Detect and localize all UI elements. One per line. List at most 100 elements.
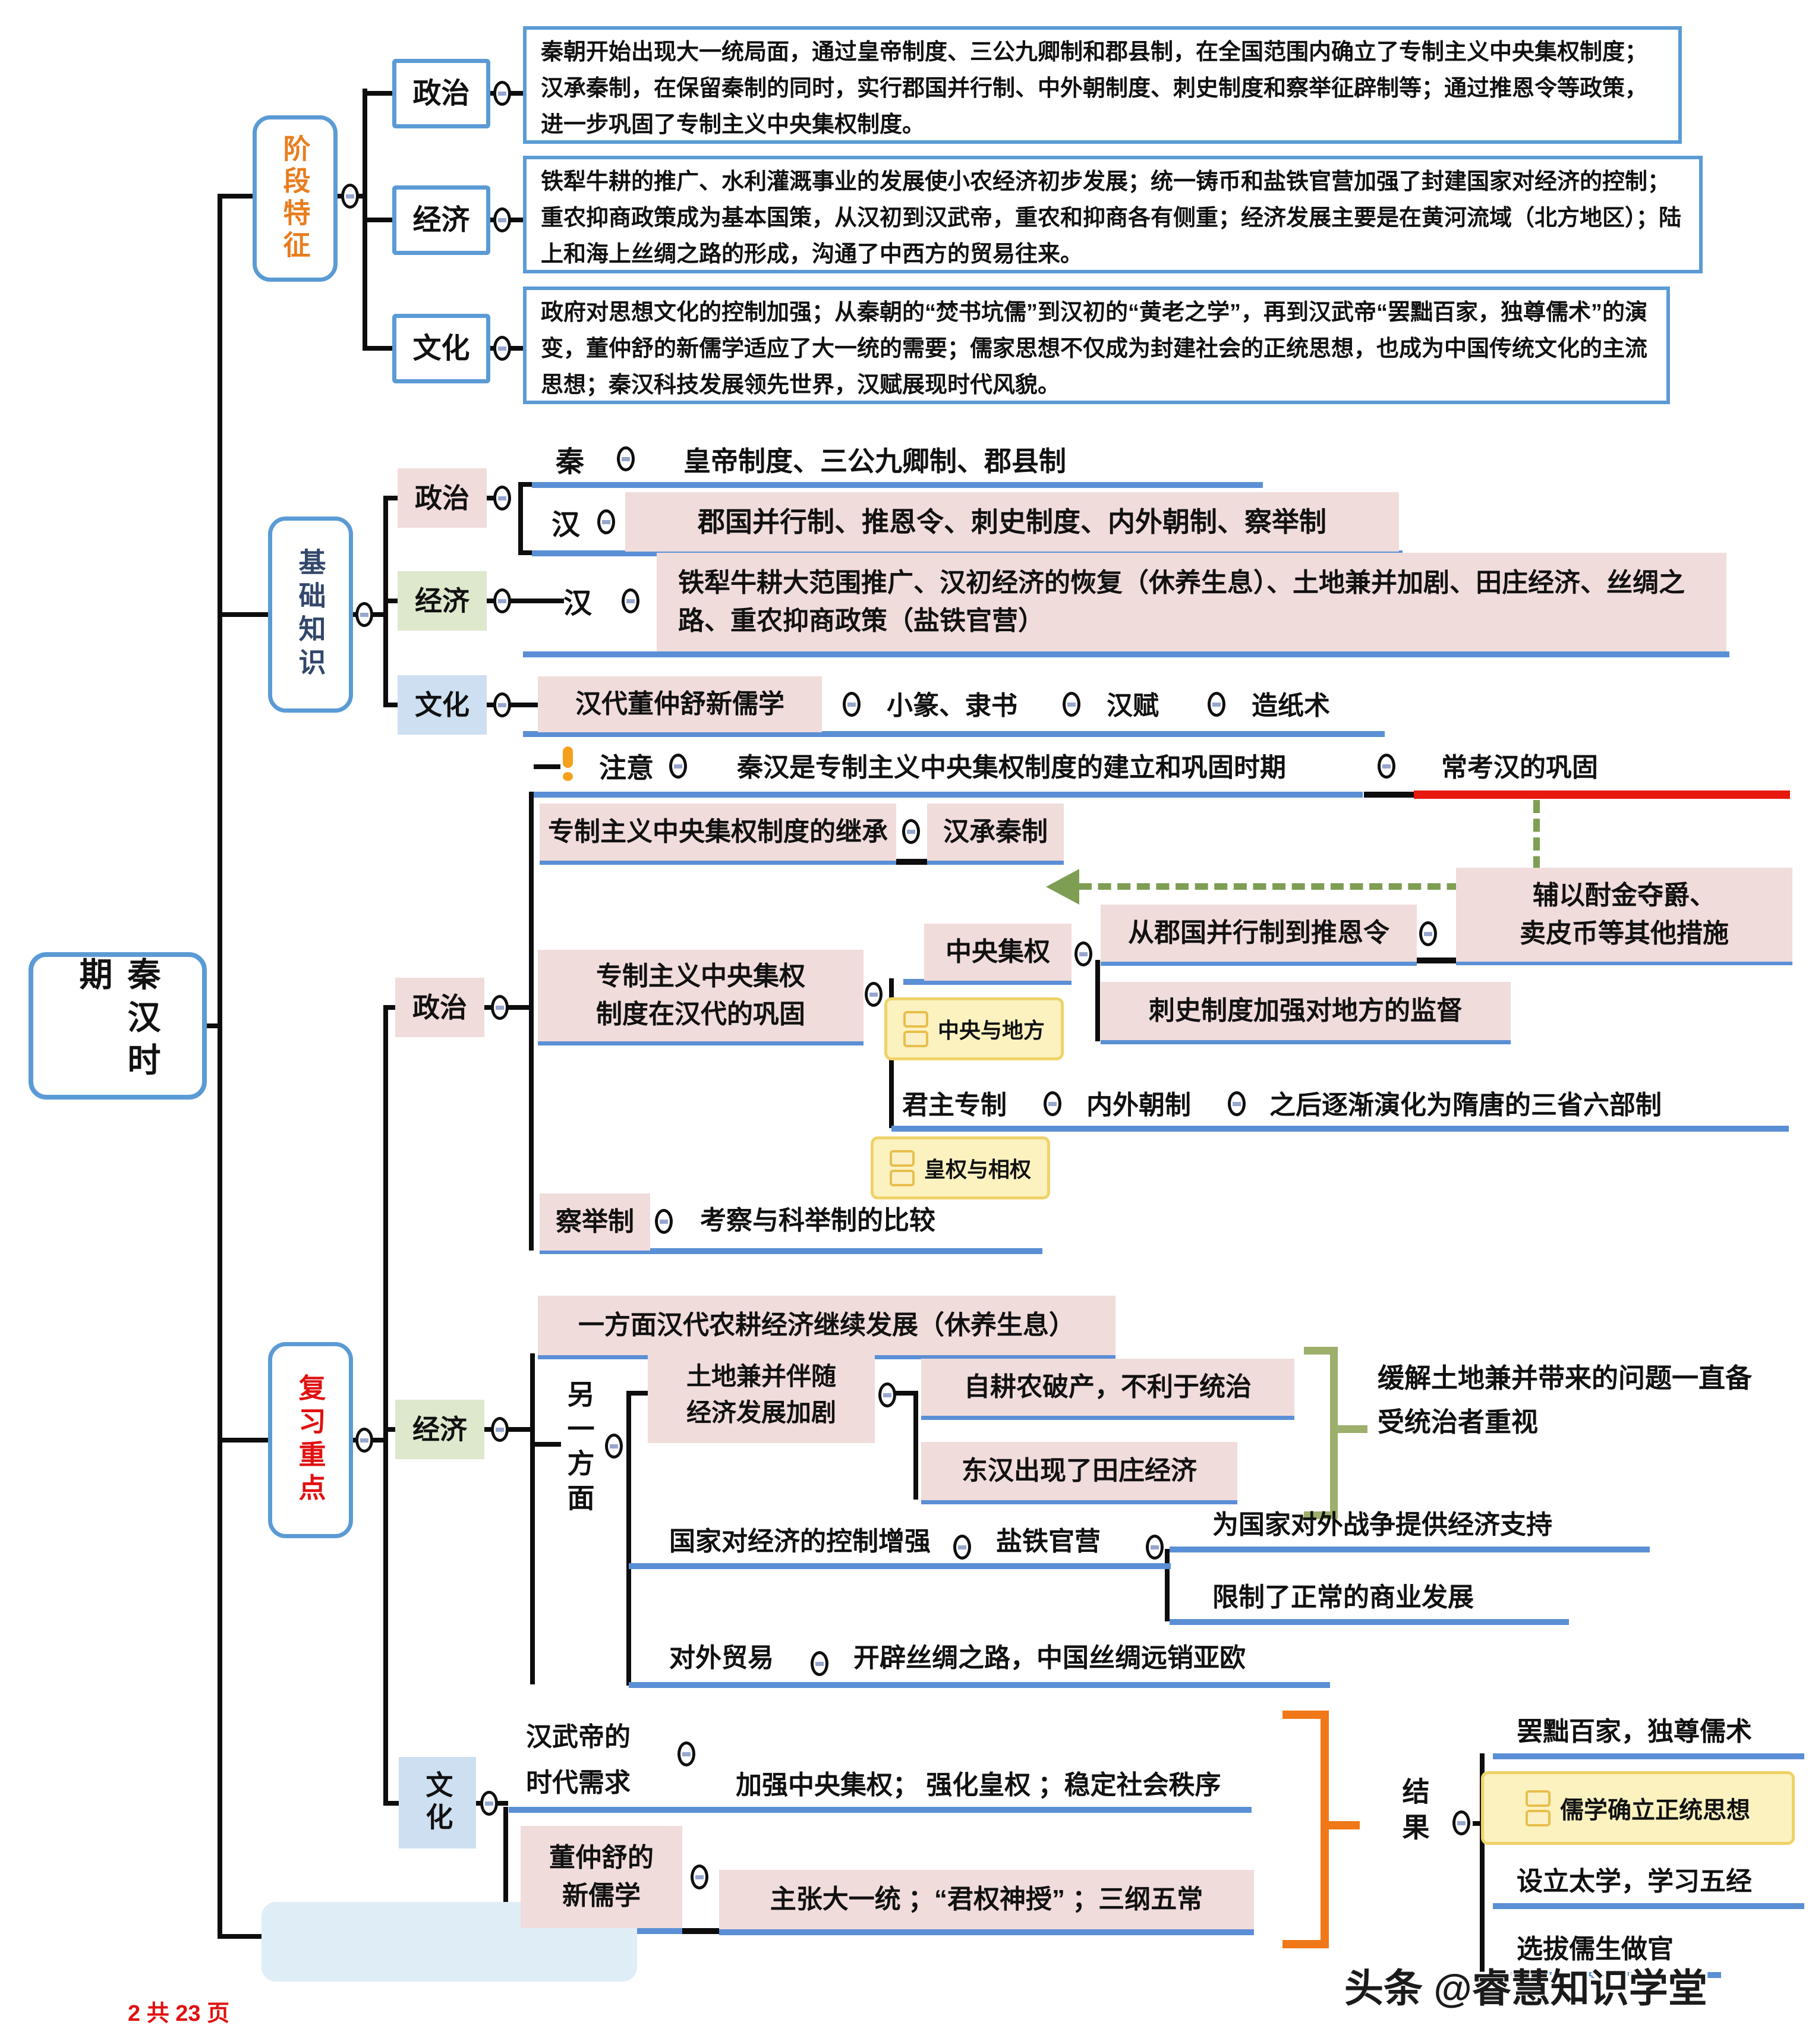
collapse-toggle[interactable] xyxy=(493,81,511,106)
collapse-toggle[interactable] xyxy=(669,754,687,779)
review-control-note1[interactable]: 为国家对外战争提供经济支持 xyxy=(1212,1510,1552,1539)
review-note-highlight[interactable]: 常考汉的巩固 xyxy=(1441,753,1598,782)
callout-imperial-power[interactable]: 皇权与相权 xyxy=(871,1136,1050,1199)
collapse-toggle[interactable] xyxy=(878,1382,896,1407)
review-central-item2[interactable]: 刺史制度加强对地方的监督 xyxy=(1101,982,1511,1040)
collapse-toggle[interactable] xyxy=(1044,1091,1061,1116)
review-chaju-node[interactable]: 察举制 xyxy=(540,1193,650,1251)
basics-qin-items[interactable]: 皇帝制度、三公九卿制、郡县制 xyxy=(683,446,1066,477)
review-inherit-value[interactable]: 汉承秦制 xyxy=(927,804,1064,861)
collapse-toggle[interactable] xyxy=(355,1428,373,1453)
review-econ-aspect1[interactable]: 一方面汉代农耕经济继续发展（休养生息） xyxy=(538,1296,1115,1355)
collapse-toggle[interactable] xyxy=(655,1209,673,1234)
collapse-toggle[interactable] xyxy=(493,207,511,232)
collapse-toggle[interactable] xyxy=(811,1651,828,1676)
stage-politics-desc[interactable]: 秦朝开始出现大一统局面，通过皇帝制度、三公九卿制和郡县制，在全国范围内确立了专制… xyxy=(523,26,1682,144)
review-chaju-note[interactable]: 考察与科举制的比较 xyxy=(700,1206,935,1235)
basics-culture-confucian[interactable]: 汉代董仲舒新儒学 xyxy=(538,676,822,732)
review-dong-node[interactable]: 董仲舒的 新儒学 xyxy=(521,1826,682,1928)
callout-central-local[interactable]: 中央与地方 xyxy=(884,997,1064,1060)
collapse-toggle[interactable] xyxy=(491,1417,509,1442)
stage-economy-desc[interactable]: 铁犁牛耕的推广、水利灌溉事业的发展使小农经济初步发展；统一铸币和盐铁官营加强了封… xyxy=(523,156,1703,273)
review-monarchy-label[interactable]: 君主专制 xyxy=(902,1091,1007,1120)
review-dong-items[interactable]: 主张大一统 ；“君权神授” ；三纲五常 xyxy=(719,1870,1254,1929)
basics-han-label[interactable]: 汉 xyxy=(552,509,581,541)
review-need-items[interactable]: 加强中央集权； 强化皇权 ；稳定社会秩序 xyxy=(736,1771,1221,1800)
collapse-toggle[interactable] xyxy=(902,819,920,844)
collapse-toggle[interactable] xyxy=(953,1535,971,1560)
collapse-toggle[interactable] xyxy=(1228,1091,1246,1116)
collapse-toggle[interactable] xyxy=(843,692,861,717)
review-result-item1[interactable]: 罢黜百家，独尊儒术 xyxy=(1517,1717,1752,1746)
review-central-node[interactable]: 中央集权 xyxy=(924,924,1072,981)
collapse-toggle[interactable] xyxy=(622,588,639,613)
stage-economy-node[interactable]: 经济 xyxy=(392,185,490,255)
branch-basics-node[interactable]: 基础知识 xyxy=(268,516,353,713)
basics-culture-fu[interactable]: 汉赋 xyxy=(1107,691,1159,720)
collapse-toggle[interactable] xyxy=(1419,921,1437,946)
collapse-toggle[interactable] xyxy=(1452,1810,1470,1835)
review-monarchy-note[interactable]: 之后逐渐演化为隋唐的三省六部制 xyxy=(1269,1091,1662,1120)
review-trade-label[interactable]: 对外贸易 xyxy=(669,1643,774,1673)
collapse-toggle[interactable] xyxy=(597,509,615,534)
collapse-toggle[interactable] xyxy=(355,602,373,627)
collapse-toggle[interactable] xyxy=(493,692,511,717)
basics-han-items[interactable]: 郡国并行制、推恩令、刺史制度、内外朝制、察举制 xyxy=(625,492,1399,552)
collapse-toggle[interactable] xyxy=(493,486,511,511)
review-land-item2[interactable]: 东汉出现了田庄经济 xyxy=(921,1442,1237,1500)
collapse-toggle[interactable] xyxy=(493,588,511,613)
basics-economy-items[interactable]: 铁犁牛耕大范围推广、汉初经济的恢复（休养生息）、土地兼并加剧、田庄经济、丝绸之路… xyxy=(657,553,1726,651)
review-land-item1[interactable]: 自耕农破产，不利于统治 xyxy=(921,1359,1294,1416)
review-control-item[interactable]: 盐铁官营 xyxy=(996,1527,1101,1556)
collapse-toggle[interactable] xyxy=(617,446,635,471)
review-result-item3[interactable]: 选拔儒生做官 xyxy=(1517,1935,1674,1964)
review-note-text[interactable]: 秦汉是专制主义中央集权制度的建立和巩固时期 xyxy=(737,753,1286,782)
collapse-toggle[interactable] xyxy=(677,1741,695,1766)
basics-economy-node[interactable]: 经济 xyxy=(398,571,487,631)
collapse-toggle[interactable] xyxy=(605,1434,623,1459)
collapse-toggle[interactable] xyxy=(1208,692,1225,717)
basics-politics-node[interactable]: 政治 xyxy=(398,468,487,528)
review-central-item1-note[interactable]: 辅以酎金夺爵、 卖皮币等其他措施 xyxy=(1456,868,1792,962)
branch-review-node[interactable]: 复习重点 xyxy=(268,1342,353,1538)
collapse-toggle[interactable] xyxy=(1063,692,1080,717)
review-control-label[interactable]: 国家对经济的控制增强 xyxy=(669,1527,931,1556)
branch-stage-node[interactable]: 阶段特征 xyxy=(253,115,338,282)
root-node[interactable]: 秦汉时期 xyxy=(29,952,207,1100)
stage-culture-desc[interactable]: 政府对思想文化的控制加强；从秦朝的“焚书坑儒”到汉初的“黄老之学”，再到汉武帝“… xyxy=(523,286,1670,404)
basics-culture-scripts[interactable]: 小篆、隶书 xyxy=(887,691,1017,720)
review-economy-node[interactable]: 经济 xyxy=(395,1400,484,1459)
review-result-label[interactable]: 结果 xyxy=(1398,1777,1430,1848)
review-note-label[interactable]: 注意 xyxy=(599,752,654,783)
collapse-toggle[interactable] xyxy=(491,995,509,1020)
review-econ-aspect2[interactable]: 另一方面 xyxy=(563,1380,595,1518)
basics-qin-label[interactable]: 秦 xyxy=(556,446,585,478)
review-central-item1[interactable]: 从郡国并行制到推恩令 xyxy=(1101,905,1417,962)
collapse-toggle[interactable] xyxy=(691,1865,708,1889)
review-land-node[interactable]: 土地兼并伴随 经济发展加剧 xyxy=(648,1347,875,1443)
review-culture-node[interactable]: 文化 xyxy=(399,1757,476,1848)
basics-culture-node[interactable]: 文化 xyxy=(398,675,487,735)
basics-culture-paper[interactable]: 造纸术 xyxy=(1252,691,1330,720)
collapse-toggle[interactable] xyxy=(1074,941,1092,966)
review-need-label[interactable]: 汉武帝的 时代需求 xyxy=(526,1722,631,1797)
collapse-toggle[interactable] xyxy=(493,336,511,361)
review-monarchy-item[interactable]: 内外朝制 xyxy=(1086,1091,1191,1120)
connector-line xyxy=(682,1928,719,1934)
review-result-item2[interactable]: 设立太学，学习五经 xyxy=(1517,1867,1752,1896)
review-trade-note[interactable]: 开辟丝绸之路，中国丝绸远销亚欧 xyxy=(853,1643,1246,1673)
collapse-toggle[interactable] xyxy=(865,982,883,1007)
collapse-toggle[interactable] xyxy=(480,1791,498,1816)
review-control-note2[interactable]: 限制了正常的商业发展 xyxy=(1212,1583,1474,1612)
collapse-toggle[interactable] xyxy=(1378,754,1395,779)
callout-confucian-orthodox[interactable]: 儒学确立正统思想 xyxy=(1481,1771,1795,1845)
stage-culture-node[interactable]: 文化 xyxy=(392,314,490,383)
review-inherit-node[interactable]: 专制主义中央集权制度的继承 xyxy=(540,804,896,861)
review-politics-node[interactable]: 政治 xyxy=(395,978,484,1037)
review-land-note[interactable]: 缓解土地兼并带来的问题一直备 受统治者重视 xyxy=(1378,1363,1753,1438)
basics-economy-han-label[interactable]: 汉 xyxy=(563,588,593,619)
collapse-toggle[interactable] xyxy=(341,184,359,209)
review-consolidation-node[interactable]: 专制主义中央集权 制度在汉代的巩固 xyxy=(538,950,864,1041)
collapse-toggle[interactable] xyxy=(1146,1535,1164,1560)
stage-politics-node[interactable]: 政治 xyxy=(392,59,490,128)
